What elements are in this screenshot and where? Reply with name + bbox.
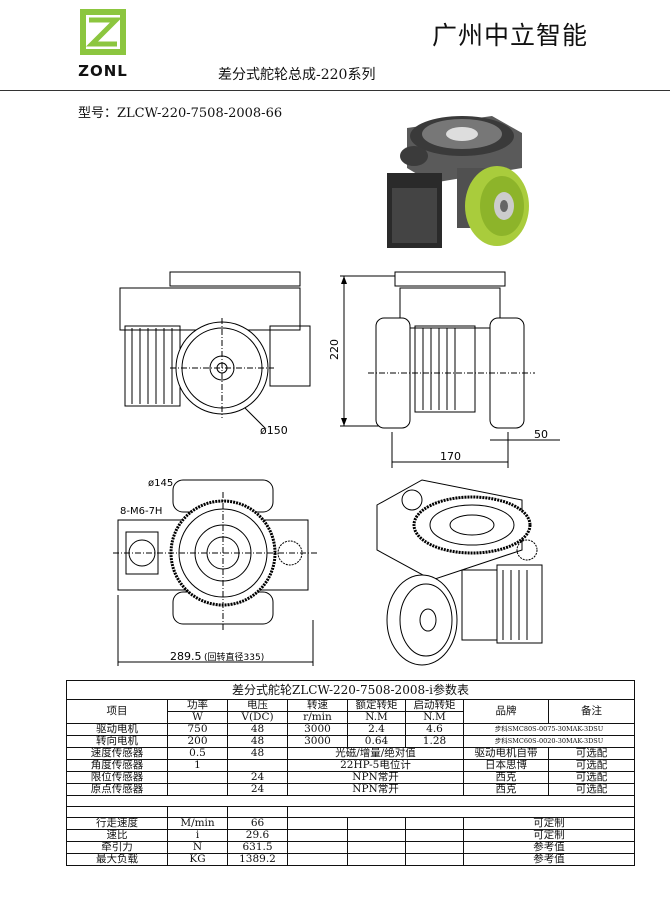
- header-start-torque: 启动转矩: [405, 699, 464, 712]
- zonl-logo: [80, 9, 126, 55]
- thread-spec-label: 8-M6-7H: [120, 506, 162, 517]
- document-subtitle: 差分式舵轮总成-220系列: [218, 67, 376, 83]
- width-label: 170: [440, 450, 461, 463]
- company-name: 广州中立智能: [431, 21, 588, 50]
- wheel-width-label: 50: [534, 428, 548, 441]
- header-voltage: 电压: [227, 699, 288, 712]
- side-view-drawing: 220 170 50: [330, 271, 560, 468]
- unit-power: W: [167, 711, 228, 724]
- header-speed: 转速: [287, 699, 348, 712]
- table-row: 驱动电机 750 48 3000 2.4 4.6 步科SMC80S-0075-3…: [66, 723, 635, 736]
- model-number: 型号：ZLCW-220-7508-2008-66: [78, 106, 283, 121]
- table-row: 速度传感器 0.5 48 光磁/增量/绝对值 驱动电机自带 可选配: [66, 747, 635, 760]
- logo-text: ZONL: [78, 62, 128, 80]
- header-rated-torque: 额定转矩: [347, 699, 406, 712]
- table-row: 速比 i 29.6 可定制: [66, 829, 635, 842]
- table-row: [66, 795, 635, 807]
- table-row: 原点传感器 24 NPN常开 西克 可选配: [66, 783, 635, 796]
- table-row: 角度传感器 1 22HP-5电位计 日本思博 可选配: [66, 759, 635, 772]
- header-divider: [0, 90, 670, 91]
- front-view-drawing: ø150: [119, 271, 311, 437]
- header-note: 备注: [548, 699, 635, 724]
- spec-table: 差分式舵轮ZLCW-220-7508-2008-i参数表 项目 功率 电压 转速…: [66, 680, 635, 866]
- turning-diameter-label: (回转直径335): [204, 651, 264, 663]
- unit-speed: r/min: [287, 711, 348, 724]
- table-row: [66, 806, 635, 818]
- header-item: 项目: [66, 699, 168, 724]
- table-row: 最大负载 KG 1389.2 参考值: [66, 853, 635, 866]
- table-caption: 差分式舵轮ZLCW-220-7508-2008-i参数表: [66, 680, 635, 700]
- table-row: 转向电机 200 48 3000 0.64 1.28 步科SMC60S-0020…: [66, 735, 635, 748]
- table-row: 行走速度 M/min 66 可定制: [66, 817, 635, 830]
- header-brand: 品牌: [463, 699, 549, 724]
- top-view-drawing: ø145 8-M6-7H 289.5 (回转直径335): [113, 478, 318, 666]
- unit-voltage: V(DC): [227, 711, 288, 724]
- overall-length-label: 289.5: [170, 650, 202, 663]
- product-photo: [387, 116, 529, 248]
- unit-rated: N.M: [347, 711, 406, 724]
- wheel-diameter-label: ø150: [260, 424, 288, 437]
- header-power: 功率: [167, 699, 228, 712]
- flange-diameter-label: ø145: [148, 478, 173, 489]
- table-row: 牵引力 N 631.5 参考值: [66, 841, 635, 854]
- isometric-drawing: [376, 479, 543, 666]
- height-label: 220: [330, 339, 341, 360]
- unit-start: N.M: [405, 711, 464, 724]
- table-row: 限位传感器 24 NPN常开 西克 可选配: [66, 771, 635, 784]
